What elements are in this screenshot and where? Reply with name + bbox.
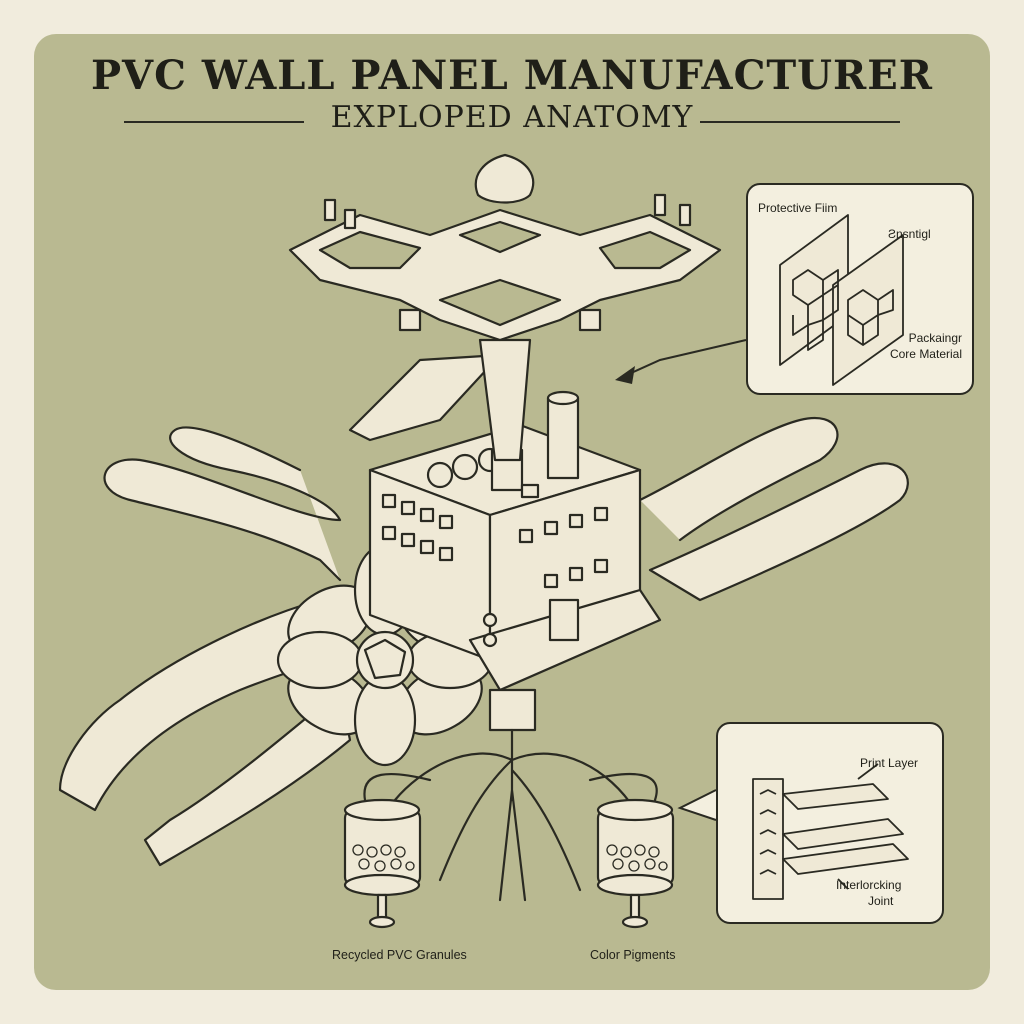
ribbon-left-lower bbox=[143, 688, 352, 867]
label-protective-film: Protective Fiim bbox=[758, 201, 838, 215]
color-pigment-canister bbox=[588, 772, 675, 929]
ribbon-right-upper bbox=[638, 417, 839, 542]
ribbon-left-middle bbox=[58, 598, 352, 812]
cutting-blade bbox=[348, 353, 502, 442]
label-packaging: Packaingr bbox=[908, 331, 962, 345]
base-coupling bbox=[488, 688, 537, 732]
ribbon-right-lower bbox=[648, 462, 909, 602]
granule-texture bbox=[352, 844, 668, 872]
label-color-pigments: Color Pigments bbox=[590, 948, 676, 962]
root-system bbox=[393, 728, 637, 902]
feed-column bbox=[478, 338, 532, 462]
label-sensing: Ƨnsntigl bbox=[888, 227, 931, 241]
panel-layers-illustration bbox=[779, 214, 904, 386]
callout-top-arrowhead bbox=[615, 366, 635, 384]
label-print-layer: Print Layer bbox=[860, 756, 919, 770]
label-recycled-pvc-granules: Recycled PVC Granules bbox=[332, 948, 467, 962]
label-joint: Joint bbox=[868, 894, 894, 908]
label-core-material: Core Material bbox=[889, 347, 962, 361]
ribbon-left-upper bbox=[103, 426, 342, 582]
extrusion-frame bbox=[288, 153, 722, 342]
interlocking-joint-illustration bbox=[752, 763, 909, 900]
callout-panel-layers: Protective Fiim Ƨnsntigl Packaingr Core … bbox=[746, 183, 974, 395]
diagram-title: PVC WALL PANEL MANUFACTURER bbox=[90, 52, 934, 99]
label-interlocking: Interlorcking bbox=[836, 878, 902, 892]
diagram-subtitle: EXPLOPED ANATOMY bbox=[330, 100, 694, 135]
callout-interlocking-joint: Print Layer Interlorcking Joint bbox=[716, 722, 944, 924]
factory-building bbox=[368, 390, 662, 692]
callout-bottom-pointer bbox=[677, 789, 717, 821]
title-rule-left bbox=[124, 121, 304, 123]
callout-top-pointer bbox=[619, 339, 747, 379]
title-rule-right bbox=[700, 121, 900, 123]
